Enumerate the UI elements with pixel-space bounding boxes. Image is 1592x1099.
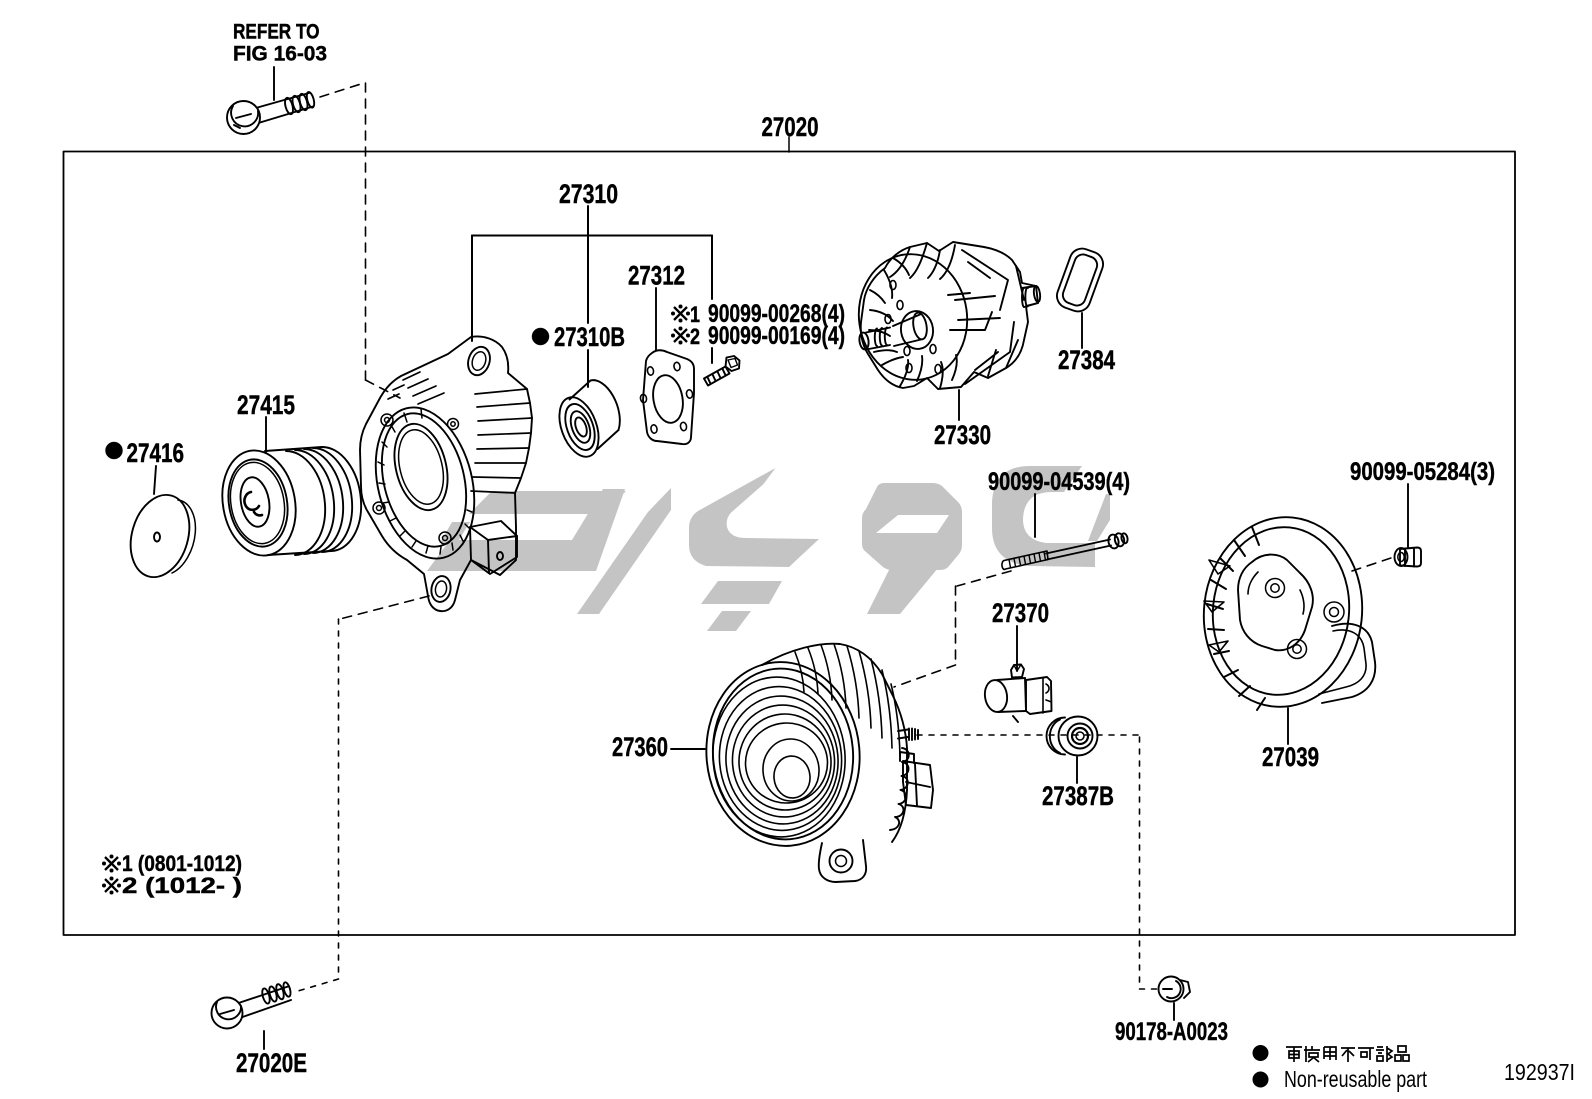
- svg-text:27310: 27310: [559, 179, 618, 209]
- svg-text:27020: 27020: [762, 112, 819, 142]
- svg-text:27020E: 27020E: [236, 1048, 307, 1078]
- svg-text:90099-00169(4): 90099-00169(4): [708, 322, 845, 350]
- svg-text:1 (0801-1012): 1 (0801-1012): [122, 851, 242, 876]
- svg-text:2: 2: [690, 324, 700, 349]
- svg-text:90178-A0023: 90178-A0023: [1115, 1018, 1228, 1046]
- svg-text:FIG 16-03: FIG 16-03: [233, 43, 327, 66]
- svg-text:27415: 27415: [237, 390, 295, 420]
- svg-text:27330: 27330: [934, 420, 991, 450]
- svg-text:REFER TO: REFER TO: [233, 21, 320, 44]
- svg-text:27416: 27416: [127, 438, 185, 468]
- svg-text:Non-reusable part: Non-reusable part: [1284, 1066, 1427, 1092]
- svg-text:27387B: 27387B: [1042, 781, 1114, 811]
- svg-text:90099-05284(3): 90099-05284(3): [1350, 458, 1495, 486]
- svg-text:27370: 27370: [992, 598, 1049, 628]
- svg-text:27039: 27039: [1262, 742, 1319, 772]
- svg-text:1: 1: [690, 302, 700, 327]
- svg-text:27312: 27312: [628, 261, 685, 291]
- svg-text:27360: 27360: [612, 732, 668, 762]
- svg-text:27310B: 27310B: [554, 322, 625, 352]
- svg-text:90099-00268(4): 90099-00268(4): [708, 300, 845, 328]
- svg-text:2 (1012- ): 2 (1012- ): [122, 873, 242, 898]
- svg-text:192937I: 192937I: [1504, 1059, 1575, 1085]
- svg-text:27384: 27384: [1058, 345, 1115, 375]
